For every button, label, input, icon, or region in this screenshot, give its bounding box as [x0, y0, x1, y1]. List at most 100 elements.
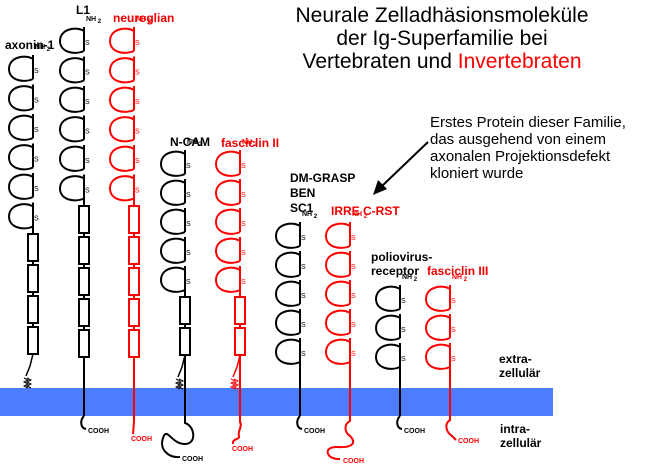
label-extracellular: extra- zellulär — [499, 352, 540, 380]
intracellular-tail — [326, 416, 355, 461]
ig-domain-loop — [274, 222, 301, 249]
disulfide-bond-label: S — [186, 163, 191, 170]
diagram-title: Neurale Zelladhäsionsmoleküle der Ig-Sup… — [262, 4, 622, 73]
extra-line2: zellulär — [499, 366, 541, 380]
ig-domain-loop — [108, 27, 135, 54]
label-fasciclin-iii: fasciclin III — [427, 264, 489, 278]
ig-domain-loop — [58, 116, 85, 143]
disulfide-bond-label: S — [85, 158, 90, 165]
ig-domain-loop — [7, 55, 34, 82]
c-terminus-label: COOH — [88, 428, 109, 435]
label-poliovirus-receptor: poliovirus- receptor — [371, 250, 432, 278]
c-terminus-label: COOH — [182, 456, 203, 463]
ig-domain-loop — [7, 85, 34, 112]
c-terminus-label: COOH — [404, 428, 425, 435]
label-l1: L1 — [76, 3, 91, 17]
intracellular-tail — [296, 415, 303, 430]
fibronectin-domain-box — [78, 329, 90, 358]
title-line-1: Neurale Zelladhäsionsmoleküle — [295, 4, 589, 27]
ig-domain-loop — [214, 179, 241, 206]
ig-domain-loop — [274, 251, 301, 278]
gpi-anchor-icon — [229, 378, 240, 390]
ig-domain-loop — [424, 285, 451, 312]
intracellular-tail — [396, 415, 403, 430]
disulfide-bond-label: S — [351, 293, 356, 300]
annotation-line: das ausgehend von einem — [430, 131, 606, 148]
ig-domain-loop — [159, 179, 186, 206]
gpi-linker — [177, 354, 186, 378]
ig-domain-loop — [374, 343, 401, 370]
ig-domain-loop — [424, 314, 451, 341]
fibronectin-domain-box — [234, 327, 246, 356]
fibronectin-domain-box — [78, 267, 90, 296]
ig-domain-loop — [214, 150, 241, 177]
ig-domain-loop — [159, 266, 186, 293]
c-terminus-label: COOH — [232, 446, 253, 453]
ig-domain-loop — [7, 173, 34, 200]
ig-domain-loop — [58, 145, 85, 172]
ig-domain-loop — [58, 27, 85, 54]
disulfide-bond-label: S — [301, 351, 306, 358]
disulfide-bond-label: S — [451, 298, 456, 305]
n-terminus-label: NH 2 — [35, 44, 51, 53]
gpi-anchor-icon — [22, 377, 33, 389]
ig-domain-loop — [324, 251, 351, 278]
intra-line2: zellulär — [500, 436, 542, 450]
fibronectin-domain-box — [128, 205, 140, 234]
intracellular-tail — [80, 415, 87, 430]
label-sc1: SC1 — [290, 201, 314, 215]
ig-domain-loop — [214, 208, 241, 235]
label-fasciclin-ii: fasciclin II — [221, 136, 280, 150]
label-poliovirus-line2: receptor — [371, 264, 420, 278]
ig-domain-loop — [108, 57, 135, 84]
ig-domain-loop — [108, 175, 135, 202]
disulfide-bond-label: S — [85, 129, 90, 136]
ig-domain-loop — [324, 222, 351, 249]
disulfide-bond-label: S — [135, 99, 140, 106]
label-ben: BEN — [290, 186, 316, 200]
disulfide-bond-label: S — [401, 356, 406, 363]
intracellular-tail — [231, 416, 242, 445]
n-terminus-label: NH 2 — [352, 211, 368, 220]
gpi-anchor-icon — [174, 378, 185, 390]
c-terminus-label: COOH — [304, 428, 325, 435]
disulfide-bond-label: S — [135, 129, 140, 136]
label-axonin-1: axonin-1 — [5, 38, 55, 52]
gpi-linker — [25, 353, 34, 377]
intracellular-tail — [445, 416, 457, 441]
arrow-icon — [373, 141, 429, 195]
disulfide-bond-label: S — [85, 70, 90, 77]
fibronectin-domain-box — [179, 296, 191, 325]
disulfide-bond-label: S — [135, 158, 140, 165]
ig-domain-loop — [374, 285, 401, 312]
ig-domain-loop — [58, 86, 85, 113]
ig-domain-loop — [214, 237, 241, 264]
ig-domain-loop — [108, 145, 135, 172]
intracellular-tail — [132, 416, 135, 435]
ig-domain-loop — [108, 116, 135, 143]
title-vertebrates: Vertebraten und — [302, 50, 458, 73]
disulfide-bond-label: S — [34, 216, 39, 223]
ig-domain-loop — [7, 144, 34, 171]
disulfide-bond-label: S — [135, 40, 140, 47]
disulfide-bond-label: S — [451, 327, 456, 334]
cell-membrane — [0, 388, 553, 416]
disulfide-bond-label: S — [401, 298, 406, 305]
fibronectin-domain-box — [179, 327, 191, 356]
label-poliovirus-line1: poliovirus- — [371, 250, 433, 264]
disulfide-bond-label: S — [135, 70, 140, 77]
annotation-note: Erstes Protein dieser Familie, das ausge… — [430, 114, 626, 182]
fibronectin-domain-box — [128, 236, 140, 265]
label-dm-grasp: DM-GRASP BEN SC1 — [290, 171, 355, 216]
c-terminus-label: COOH — [131, 436, 152, 443]
n-terminus-label: NH 2 — [302, 211, 318, 220]
disulfide-bond-label: S — [301, 235, 306, 242]
ig-domain-loop — [324, 309, 351, 336]
fibronectin-domain-box — [27, 264, 39, 293]
